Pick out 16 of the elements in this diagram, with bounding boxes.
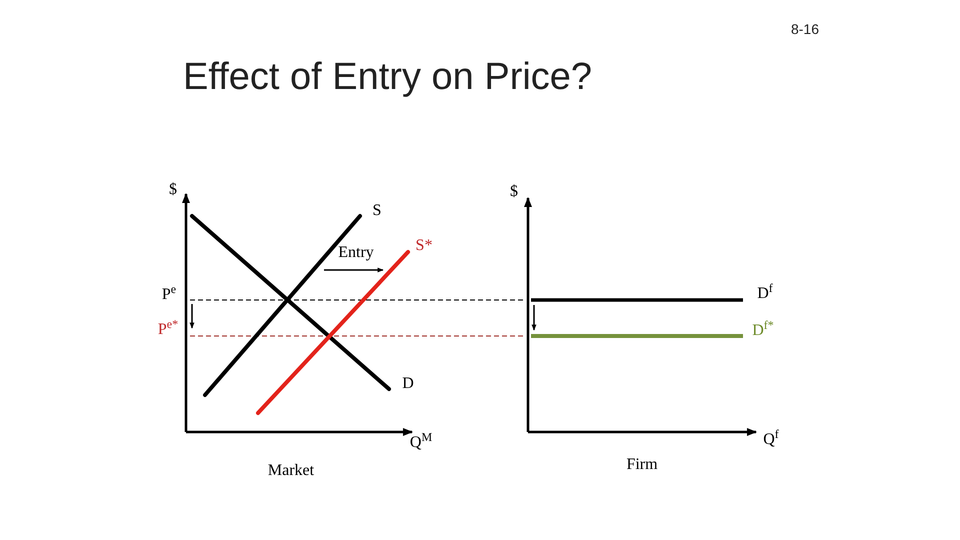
curve-label: D$^{f}$ [757, 286, 773, 302]
slide-title: Effect of Entry on Price? [183, 58, 592, 96]
curve-label: S [372, 203, 382, 219]
panel-caption: Market [268, 463, 314, 479]
price-label: P$^{e}$ [162, 287, 176, 303]
axis-label: Q$^{f}$ [763, 432, 779, 448]
curve-label: D [402, 376, 414, 392]
curve-label: S* [416, 238, 432, 254]
price-label: P$^{e*}$ [158, 322, 178, 338]
axis-label: $ [169, 182, 177, 198]
curve-label: D$^{f*}$ [752, 323, 774, 339]
axis-label: Q$^{M}$ [410, 435, 432, 451]
page-number: 8-16 [790, 22, 820, 36]
arrow-label: Entry [338, 245, 374, 261]
panel-caption: Firm [626, 457, 658, 473]
axis-label: $ [510, 184, 518, 200]
